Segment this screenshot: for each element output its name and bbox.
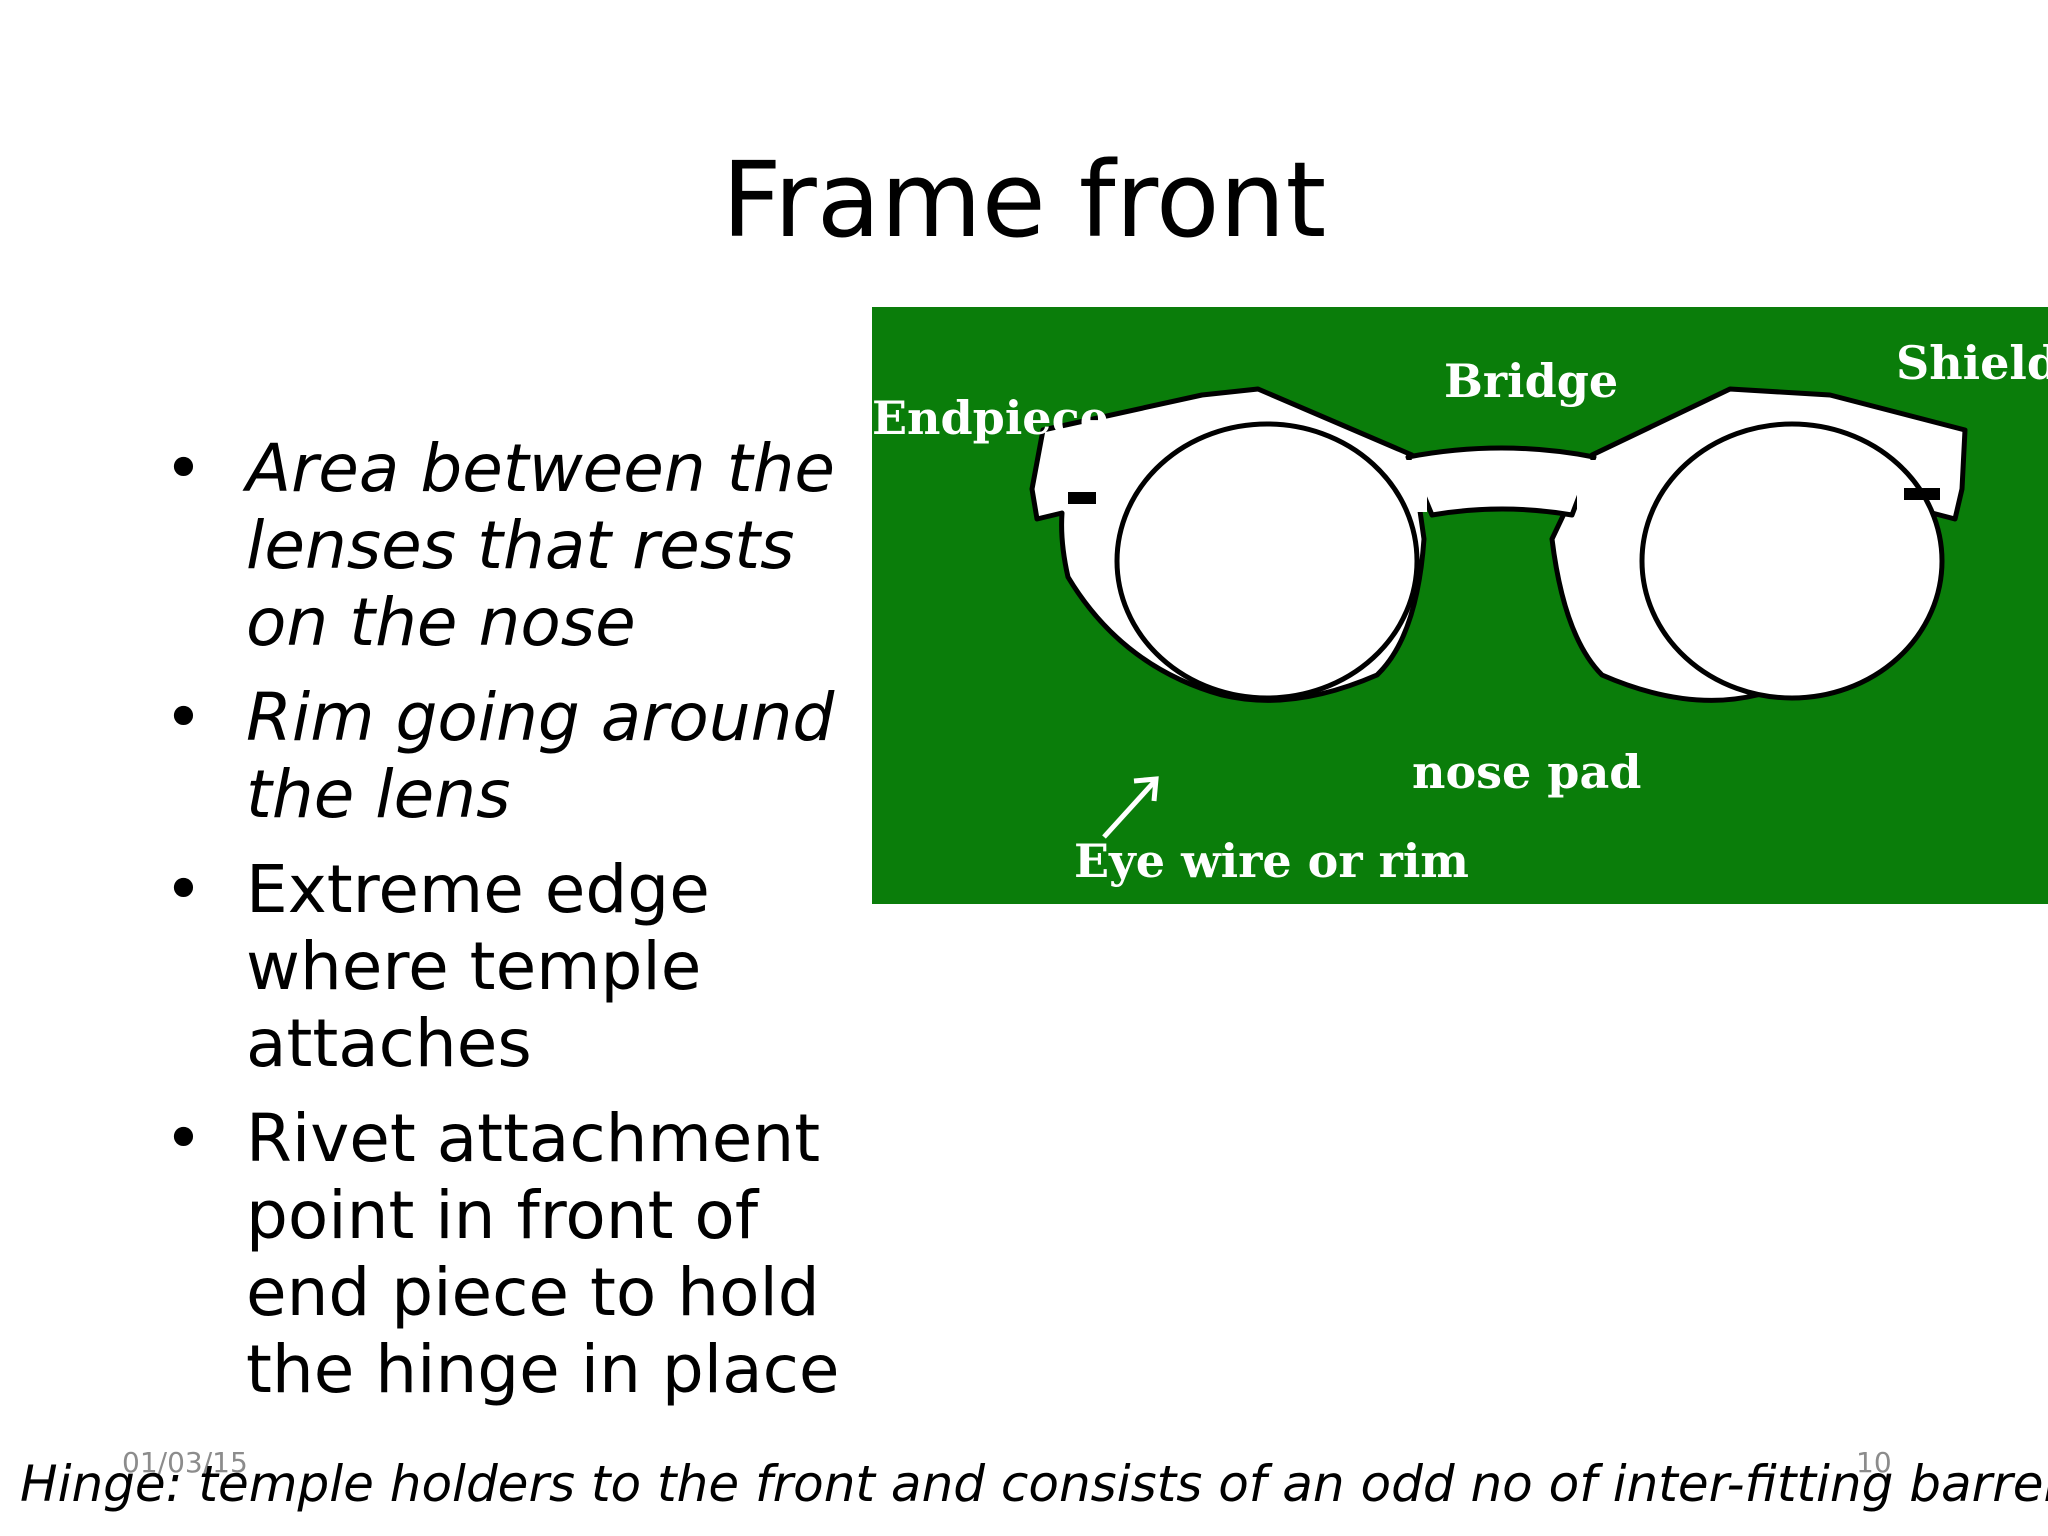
eye-wire-arrow bbox=[1102, 780, 1156, 839]
right-lens-rim bbox=[1639, 421, 1945, 701]
bullet-item: • Extreme edge where temple attaches bbox=[160, 851, 860, 1082]
bullet-text: Extreme edge where temple attaches bbox=[246, 851, 710, 1082]
arrow-head-icon bbox=[1133, 776, 1159, 802]
eyeglasses-svg: Endpiece Bridge Shield nose pad Eye wire… bbox=[872, 336, 2048, 888]
right-rivet bbox=[1904, 488, 1940, 500]
bullet-text: Rim going around the lens bbox=[246, 679, 835, 833]
bullet-dot: • bbox=[164, 430, 203, 507]
footer-date: 01/03/15 bbox=[122, 1446, 248, 1479]
label-endpiece: Endpiece bbox=[872, 391, 1109, 445]
bullet-dot: • bbox=[164, 1100, 203, 1177]
frame-bridge bbox=[1405, 445, 1597, 518]
bullet-text: Area between the lenses that rests on th… bbox=[246, 430, 836, 661]
bullet-list: • Area between the lenses that rests on … bbox=[160, 430, 860, 1426]
label-eye-wire: Eye wire or rim bbox=[1074, 834, 1469, 888]
page-number: 10 bbox=[1856, 1446, 1892, 1479]
label-nose-pad: nose pad bbox=[1412, 745, 1641, 799]
bullet-item: • Rivet attachment point in front of end… bbox=[160, 1100, 860, 1408]
hinge-note: Hinge: temple holders to the front and c… bbox=[20, 1455, 2048, 1513]
bullet-dot: • bbox=[164, 679, 203, 756]
left-rivet bbox=[1068, 492, 1096, 504]
slide-title: Frame front bbox=[721, 139, 1327, 261]
eyeglasses-diagram: Endpiece Bridge Shield nose pad Eye wire… bbox=[872, 307, 2048, 904]
bullet-item: • Area between the lenses that rests on … bbox=[160, 430, 860, 661]
left-lens-rim bbox=[1114, 421, 1420, 701]
label-shield: Shield bbox=[1896, 336, 2048, 390]
label-bridge: Bridge bbox=[1444, 354, 1618, 408]
bullet-dot: • bbox=[164, 851, 203, 928]
bullet-item: • Rim going around the lens bbox=[160, 679, 860, 833]
bullet-text: Rivet attachment point in front of end p… bbox=[246, 1100, 840, 1408]
